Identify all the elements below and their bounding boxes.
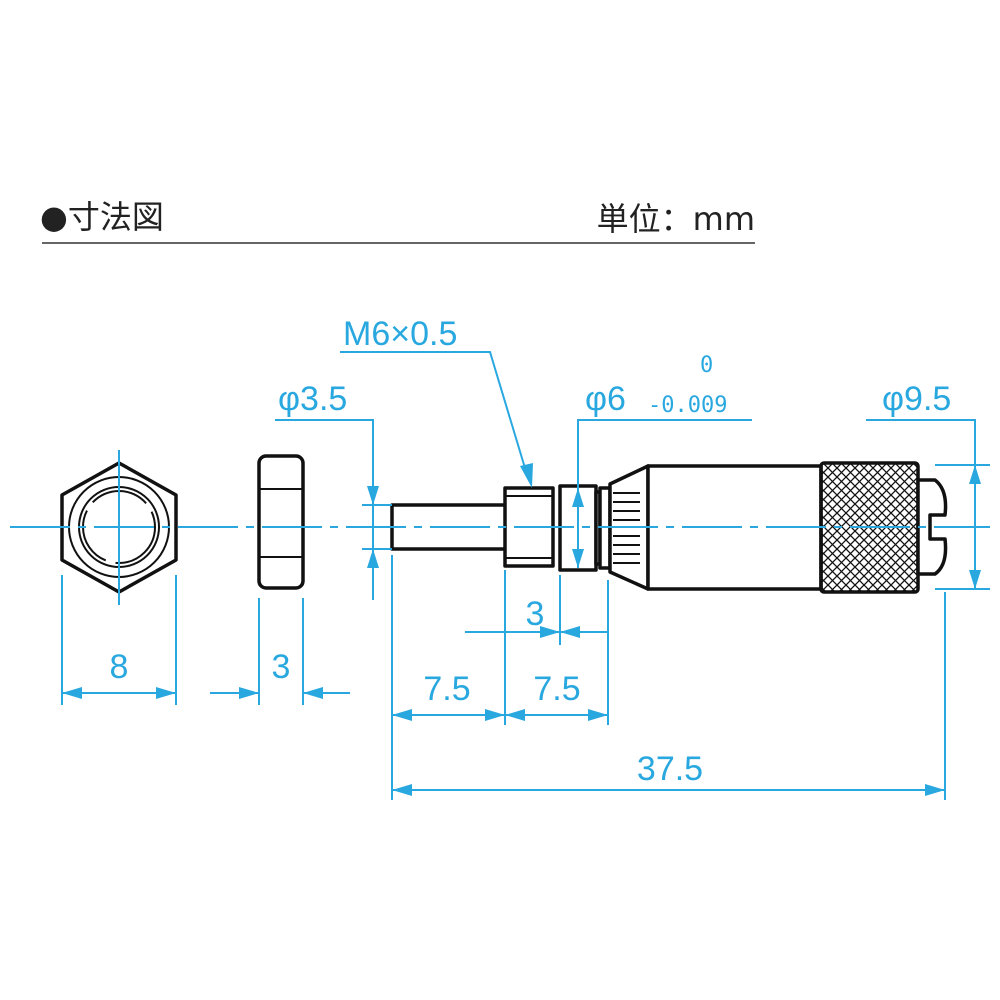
drawing-title: ●寸法図 xyxy=(40,198,164,236)
total-length-label: 37.5 xyxy=(637,750,703,788)
ring-width-dim: 3 xyxy=(465,575,608,645)
spindle-diameter-dim: φ3.5 xyxy=(275,380,392,600)
thread-label: M6×0.5 xyxy=(343,315,457,353)
length-dims: 7.5 7.5 xyxy=(392,570,609,725)
knob-diameter-label: φ9.5 xyxy=(882,380,951,418)
total-length-dim: 37.5 xyxy=(391,555,946,800)
spindle-length-label: 7.5 xyxy=(423,670,470,708)
nut-width-label: 8 xyxy=(110,648,129,686)
spindle-diameter-label: φ3.5 xyxy=(278,380,347,418)
sleeve-length-label: 7.5 xyxy=(533,670,580,708)
sleeve-tol-upper: 0 xyxy=(700,353,713,378)
thread-dim: M6×0.5 xyxy=(340,315,533,488)
knob-diameter-dim: φ9.5 xyxy=(866,380,990,590)
nut-width-dim: 8 xyxy=(61,575,177,705)
hex-nut-side xyxy=(257,454,305,590)
sleeve-diameter-label: φ6 xyxy=(585,380,626,418)
sleeve-diameter-dim: φ6 0 -0.009 xyxy=(572,353,752,568)
unit-label: 単位：mm xyxy=(597,200,755,238)
nut-thickness-dim: 3 xyxy=(210,598,350,705)
sleeve-tol-lower: -0.009 xyxy=(648,393,727,418)
ring-width-label: 3 xyxy=(526,595,545,633)
nut-thickness-label: 3 xyxy=(272,648,291,686)
